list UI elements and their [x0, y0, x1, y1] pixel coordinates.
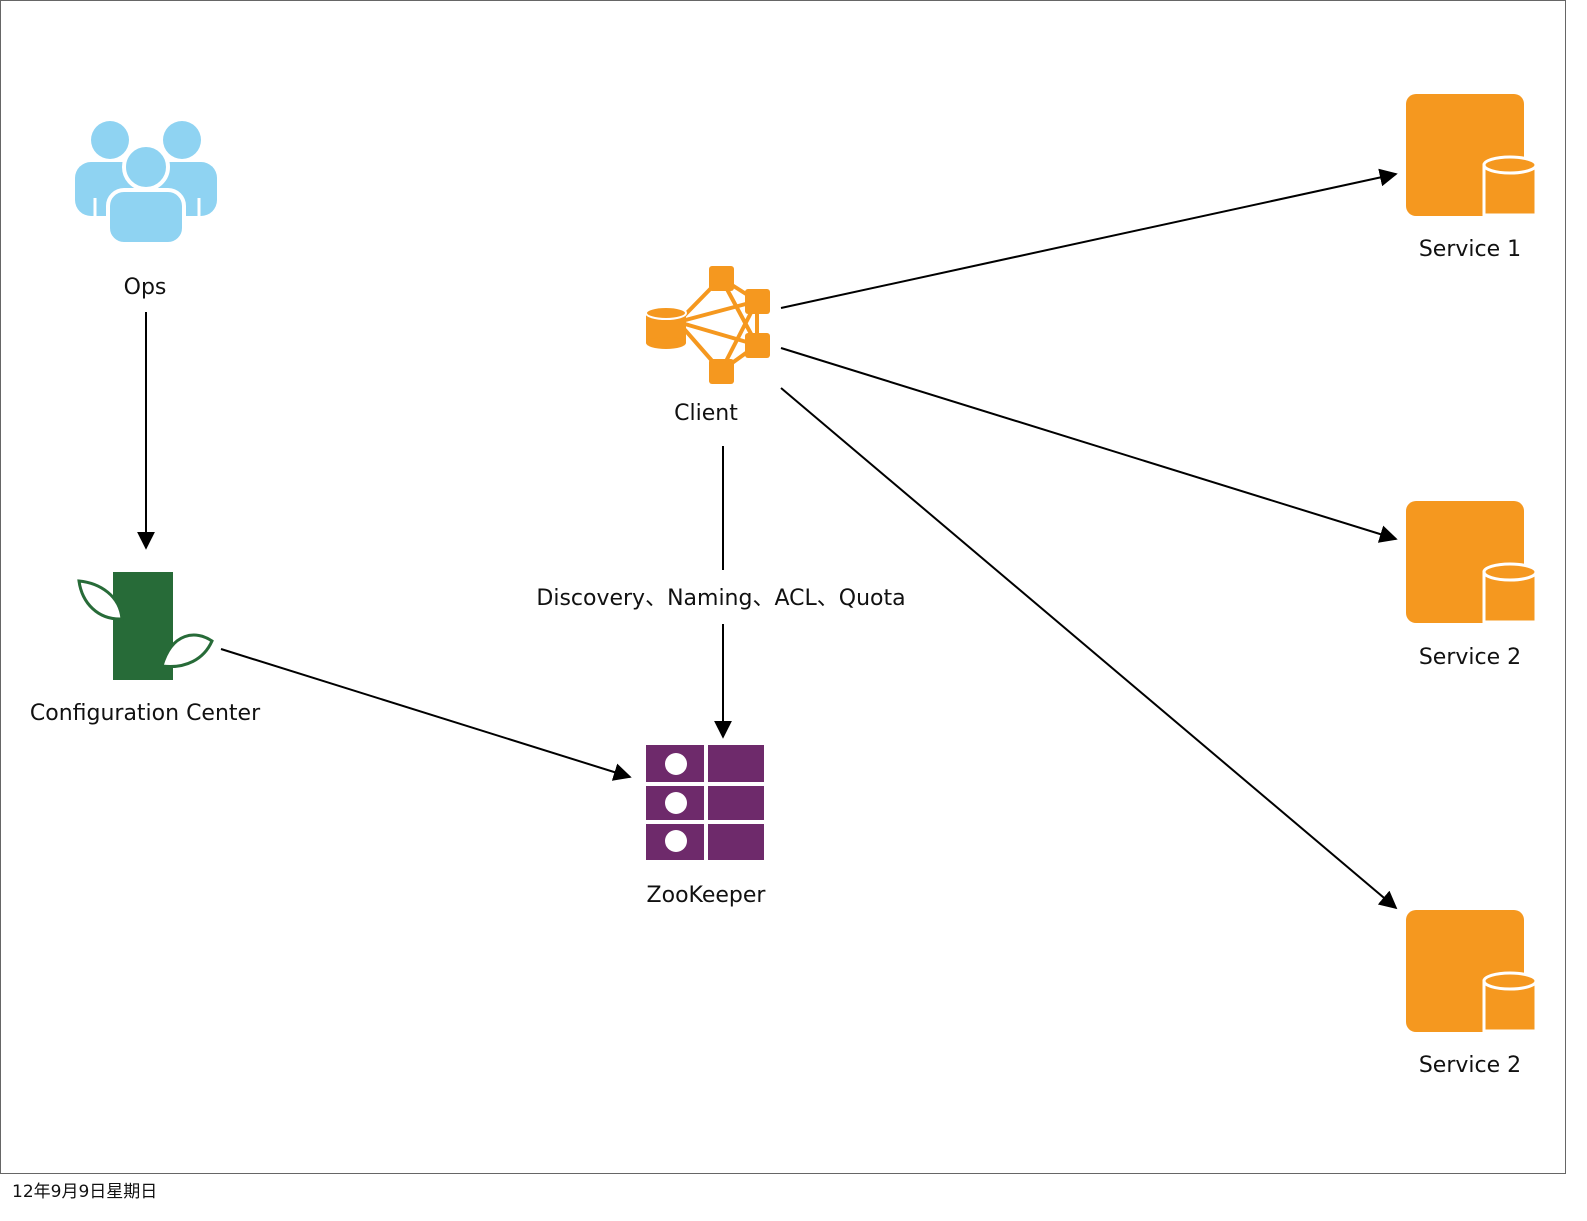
configuration-center-label: Configuration Center [30, 701, 261, 726]
slide-frame [0, 0, 1566, 1174]
service-2-server-icon [1406, 501, 1538, 624]
service-3-label: Service 2 [1419, 1053, 1521, 1078]
client-to-service-2-arrow [780, 347, 1398, 543]
zookeeper-label: ZooKeeper [647, 883, 767, 908]
service-1-label: Service 1 [1419, 237, 1521, 262]
client-to-service-3-arrow [780, 387, 1398, 910]
service-1-server-icon [1406, 94, 1538, 217]
client-to-service-1-arrow [780, 168, 1398, 309]
zookeeper-icon [646, 745, 764, 860]
architecture-diagram: Ops Configuration Center Client [30, 94, 1538, 1078]
client-network-icon [645, 266, 770, 384]
ops-users-icon [75, 121, 217, 246]
footer-date: 12年9月9日星期日 [12, 1182, 158, 1202]
client-label: Client [674, 401, 738, 426]
client-zookeeper-edge-label: Discovery、Naming、ACL、Quota [536, 586, 905, 611]
service-2-label: Service 2 [1419, 645, 1521, 670]
config-to-zookeeper-arrow [220, 648, 632, 781]
ops-label: Ops [124, 275, 167, 300]
configuration-center-icon [77, 572, 214, 680]
service-3-server-icon [1406, 910, 1538, 1033]
